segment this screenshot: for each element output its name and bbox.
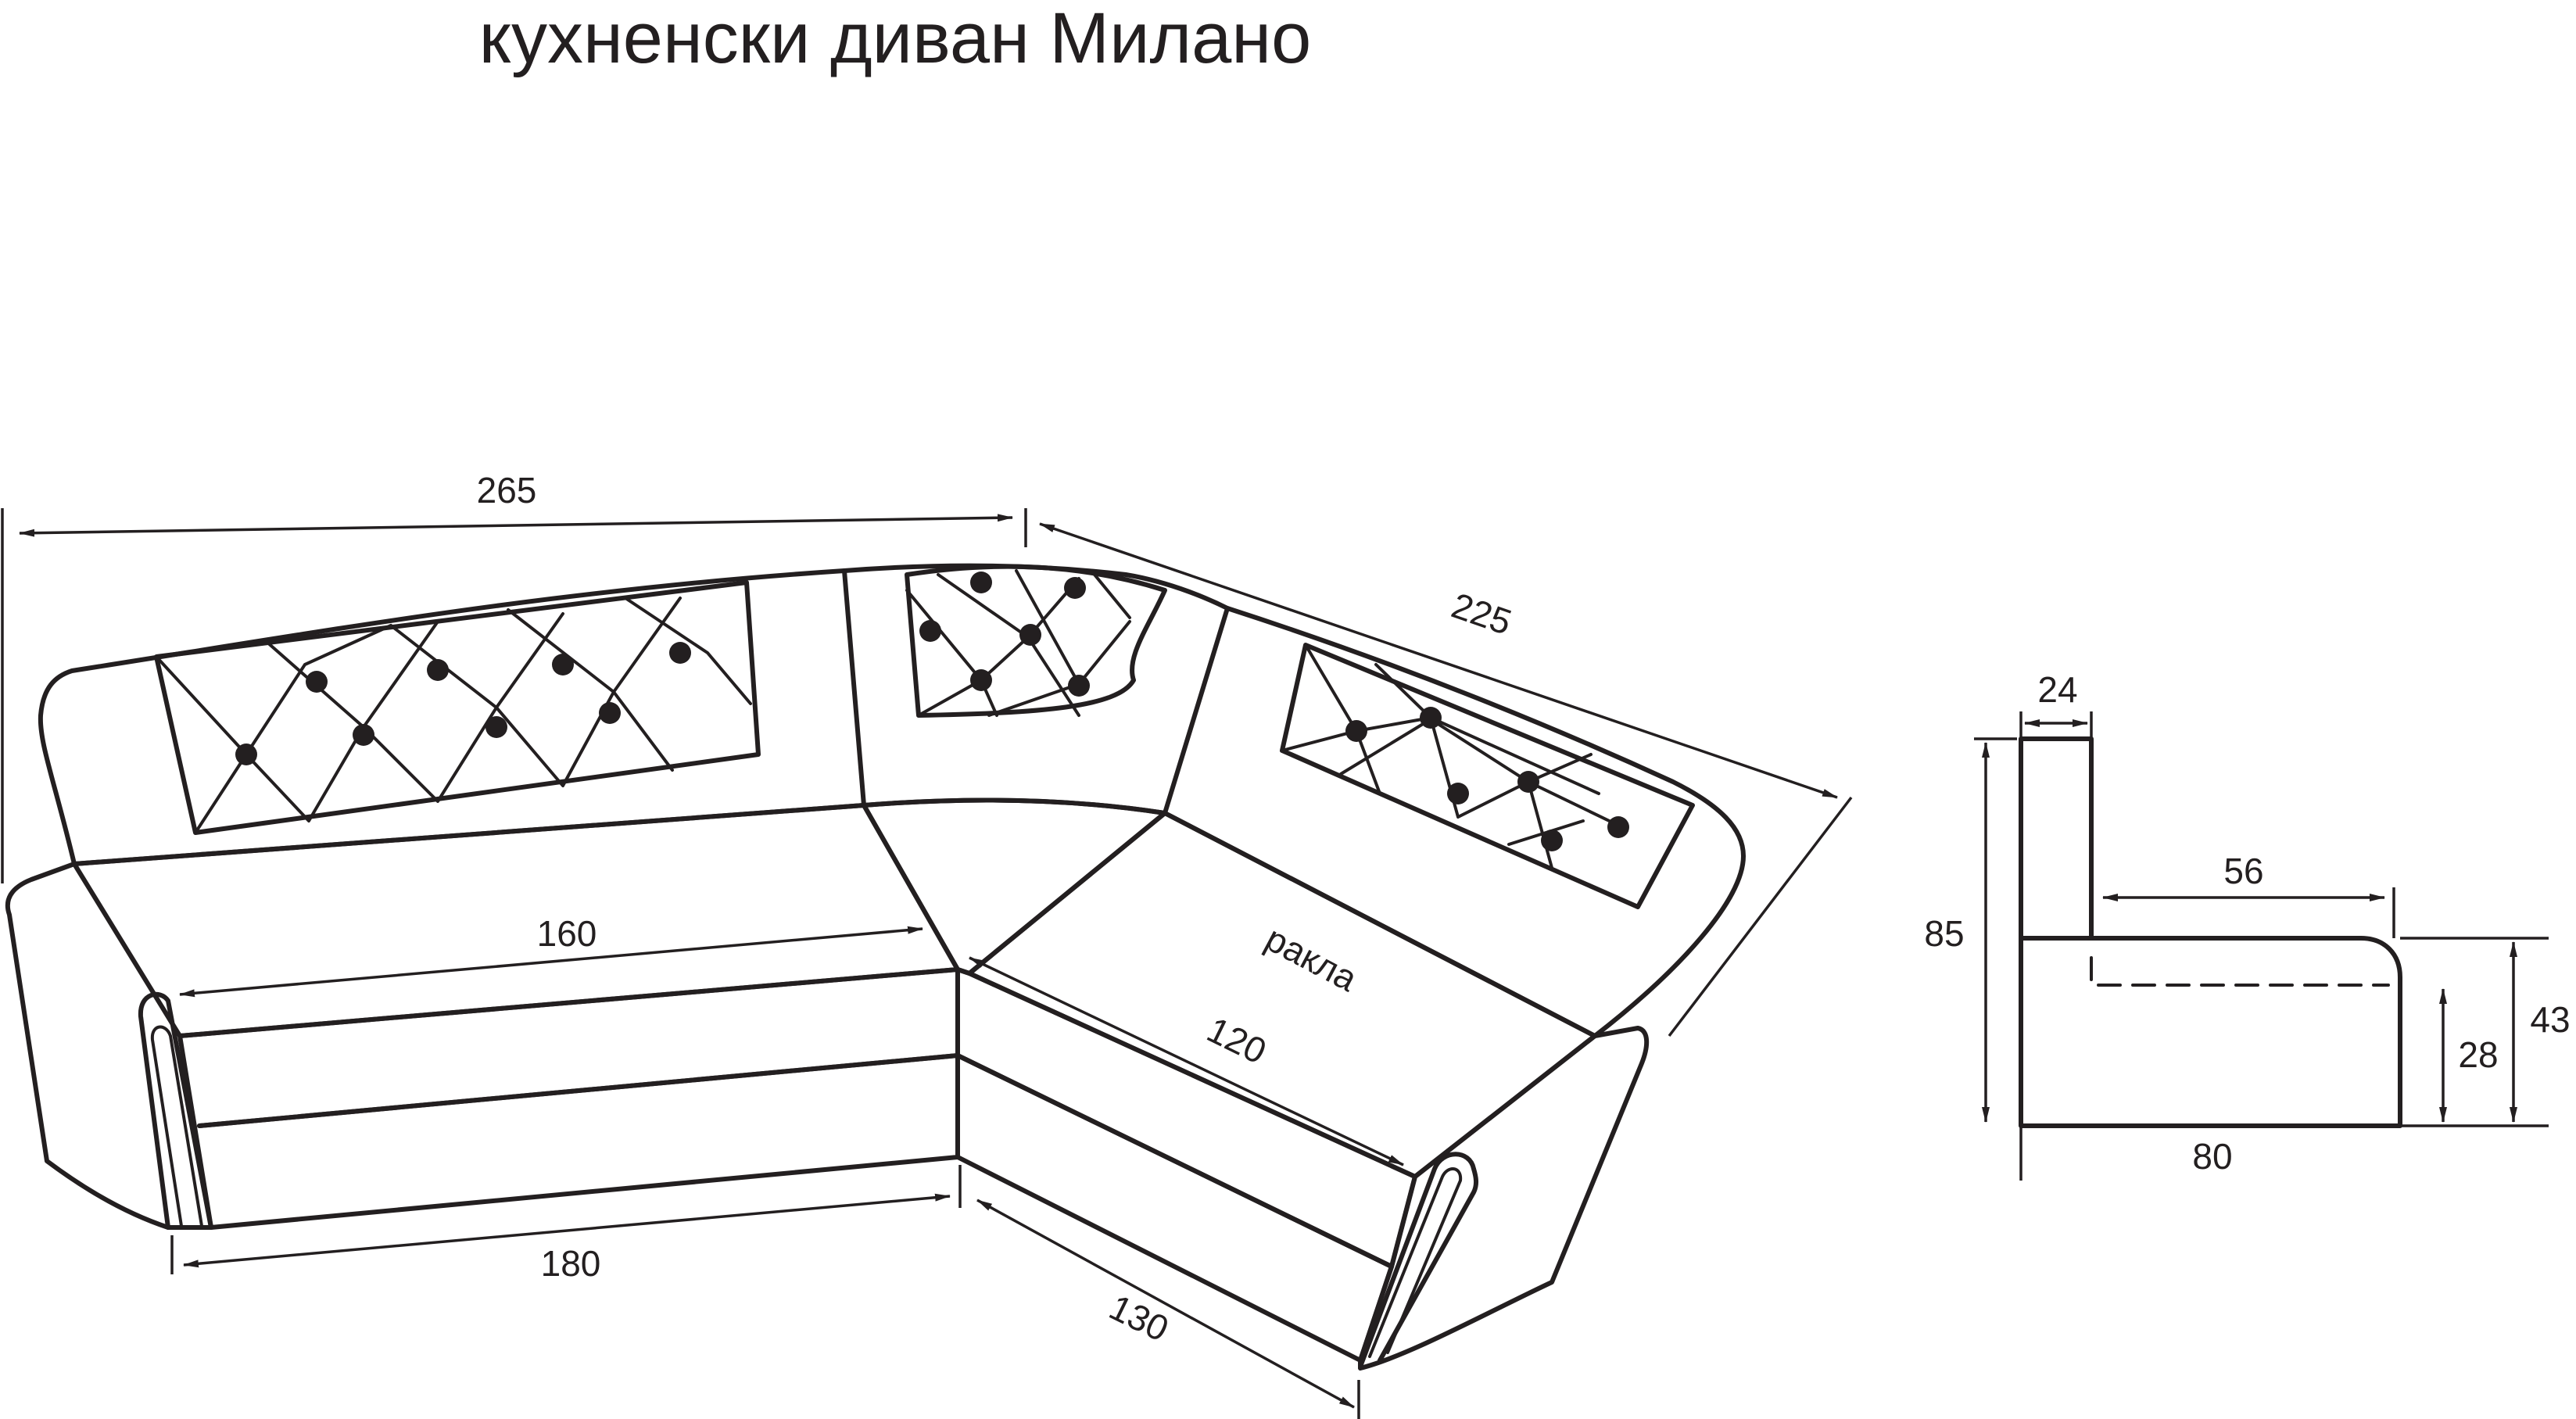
tufting-button [599,702,621,724]
dim-label-180: 180 [541,1243,601,1284]
dim-label-160: 160 [537,913,597,954]
dim-line-180 [183,1193,951,1268]
tufting-button [1420,707,1442,729]
tufting-button [1447,783,1469,804]
tufting-button [970,572,992,593]
tufting-button [427,659,449,681]
diagram-title: кухненски диван Милано [479,0,1312,78]
right-seat [967,811,1597,1179]
storage-dashed-line [2090,956,2390,987]
dim-label-130: 130 [1103,1286,1175,1349]
right-armrest [1358,1026,1650,1371]
dim-label-28: 28 [2458,1034,2498,1075]
left-arm-piping [150,1025,203,1227]
tufting-button [669,642,691,664]
left-seat [72,803,960,1038]
dim-label-120: 120 [1201,1009,1273,1071]
tufting-button [552,654,574,675]
corner-seat [862,797,1167,976]
left-base-front [197,1053,960,1230]
corner-back-panel [842,563,1230,815]
dim-label-85: 85 [1924,913,1964,954]
left-arm-front [138,991,213,1230]
tufting-button [1541,830,1563,851]
dim-label-24: 24 [2037,669,2077,710]
tufting-button [1345,720,1367,742]
tufting-button [353,724,374,746]
right-seat-front [955,967,1417,1269]
left-tufted-panel [154,580,761,835]
left-tufting-buttons [235,642,691,765]
right-tufted-panel [1280,643,1695,909]
dim-line-130 [976,1199,1355,1409]
tufting-button [970,669,992,691]
left-seat-front [177,967,960,1128]
tufting-button [485,716,507,738]
right-base-front [955,1053,1394,1363]
dim-label-225: 225 [1446,585,1516,643]
tufting-button [1064,577,1086,599]
tufting-button [1607,816,1629,838]
tufting-button [306,671,328,693]
right-arm-piping [1368,1167,1463,1358]
side-profile: 24 85 56 43 28 80 [1924,669,2571,1181]
tufting-button [1019,624,1041,646]
dim-label-56: 56 [2223,851,2263,891]
left-tufted-frame [154,580,761,835]
left-armrest [5,862,213,1230]
tufting-button [1068,675,1090,697]
tufting-button [919,620,941,642]
right-tufted-frame [1280,643,1695,909]
dim-label-265: 265 [477,470,537,511]
right-arm-front [1358,1152,1478,1369]
dim-line-120 [969,956,1404,1166]
dim-label-43: 43 [2530,999,2570,1040]
dim-line-265 [19,514,1013,537]
tufting-button [235,744,257,765]
sofa-outline [5,563,1746,1371]
dim-line-160 [179,926,923,998]
right-tufting-buttons [1345,707,1629,851]
dim-label-80: 80 [2192,1136,2232,1177]
storage-label: ракла [1259,918,1363,999]
tufting-button [1517,771,1539,793]
right-back-panel [1163,606,1746,1038]
extension-line [1668,796,1853,1037]
left-back-panel [38,568,866,866]
dim-line-225 [1039,522,1838,799]
side-profile-outline [2019,736,2402,1128]
